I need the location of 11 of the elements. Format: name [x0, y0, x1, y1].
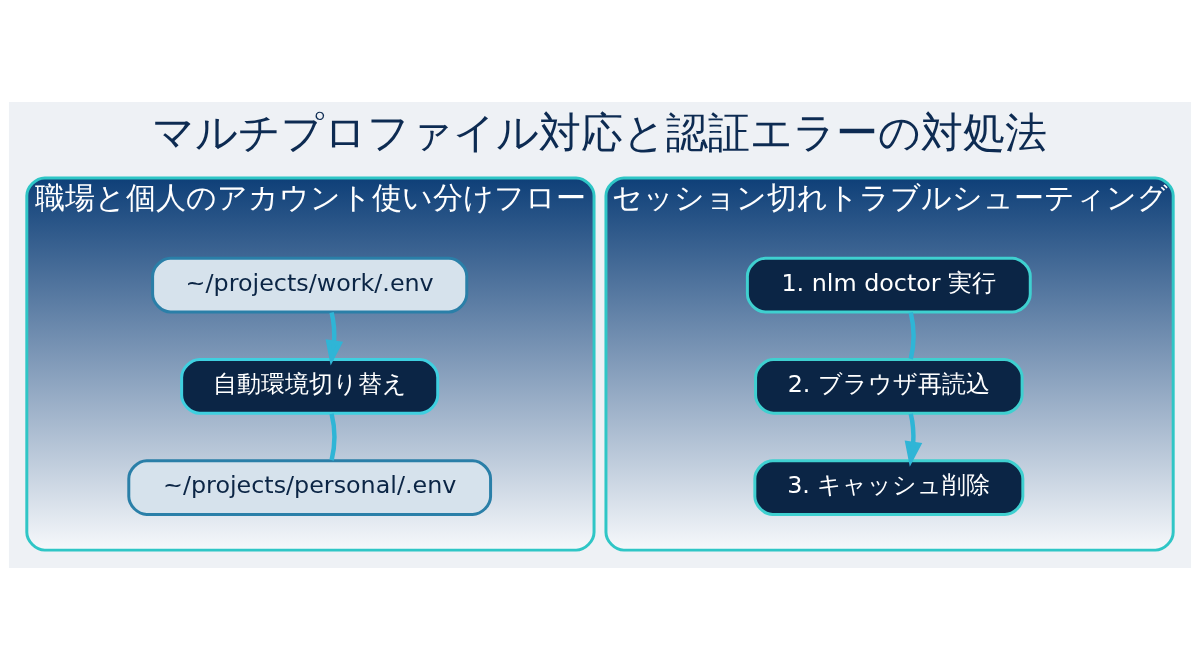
- diagram-title: マルチプロファイル対応と認証エラーの対処法: [152, 107, 1048, 157]
- node-box: ~/projects/personal/.env: [127, 458, 493, 516]
- node-box: 自動環境切り替え: [180, 357, 440, 415]
- node-box: 1. nlm doctor 実行: [745, 256, 1032, 313]
- arrow: [904, 412, 923, 467]
- node-box: 3. キャッシュ削除: [753, 458, 1025, 516]
- node-box: ~/projects/work/.env: [151, 256, 469, 313]
- connector: [908, 311, 916, 359]
- node-box: 2. ブラウザ再読込: [754, 357, 1024, 415]
- arrow: [325, 311, 344, 366]
- connector: [329, 412, 337, 461]
